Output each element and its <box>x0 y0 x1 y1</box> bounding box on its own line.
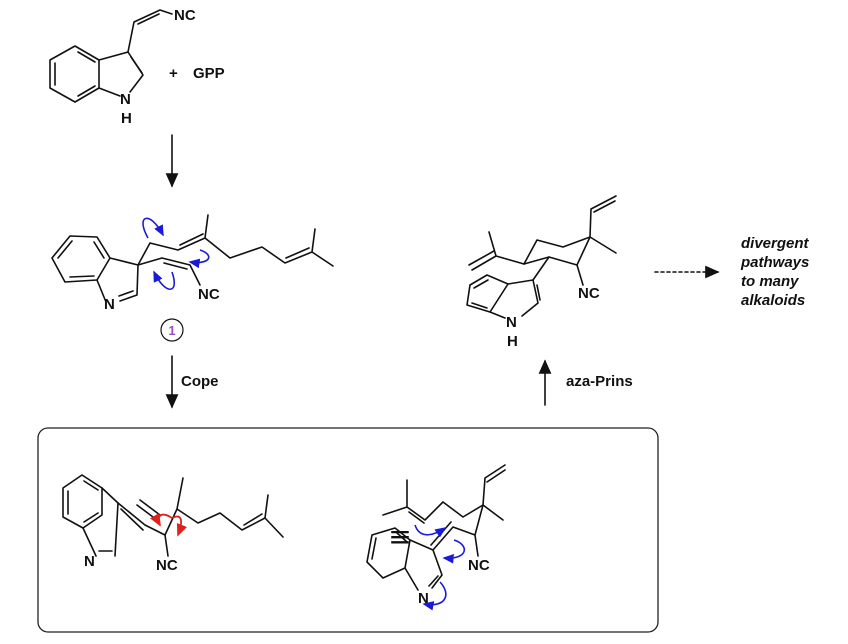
divergent-pathways-text: divergent pathways to many alkaloids <box>740 235 810 309</box>
compound-number-circle <box>160 318 184 342</box>
cope-product-right: NC N <box>366 464 506 611</box>
aza-prins-label: aza-Prins <box>566 373 633 390</box>
isocyanide-label: NC <box>156 557 178 574</box>
transition-state-box <box>37 427 659 633</box>
electron-arrow <box>414 524 447 538</box>
electron-arrow <box>153 270 176 290</box>
isocyanide-label: NC <box>468 557 490 574</box>
rotation-arrow <box>171 515 188 537</box>
intermediate-1: NC N 1 <box>51 214 334 342</box>
electron-arrow <box>188 249 210 269</box>
outcome-line: divergent <box>741 235 810 252</box>
electron-arrow <box>442 539 465 564</box>
hydrogen-label: H <box>121 110 132 127</box>
nitrogen-label: N <box>84 553 95 570</box>
cope-label: Cope <box>181 373 219 390</box>
electron-arrow <box>142 217 164 239</box>
compound-number: 1 <box>168 323 175 338</box>
gpp-label: GPP <box>193 65 225 82</box>
rotation-arrow <box>149 512 173 527</box>
isocyanide-label: NC <box>578 285 600 302</box>
nitrogen-label: N <box>506 314 517 331</box>
nitrogen-label: N <box>104 296 115 313</box>
starting-indole-isonitrile: NC N H + GPP <box>49 7 225 127</box>
outcome-line: to many <box>741 273 799 290</box>
cope-product-left: NC N <box>62 474 284 574</box>
hydrogen-label: H <box>507 333 518 350</box>
nitrogen-label: N <box>418 590 429 607</box>
plus-sign: + <box>169 65 178 82</box>
isocyanide-label: NC <box>198 286 220 303</box>
outcome-line: pathways <box>740 254 809 271</box>
outcome-line: alkaloids <box>741 292 805 309</box>
nitrogen-label: N <box>120 91 131 108</box>
isocyanide-label: NC <box>174 7 196 24</box>
cyclized-product: NC N H <box>466 195 617 350</box>
electron-arrow <box>422 581 447 611</box>
